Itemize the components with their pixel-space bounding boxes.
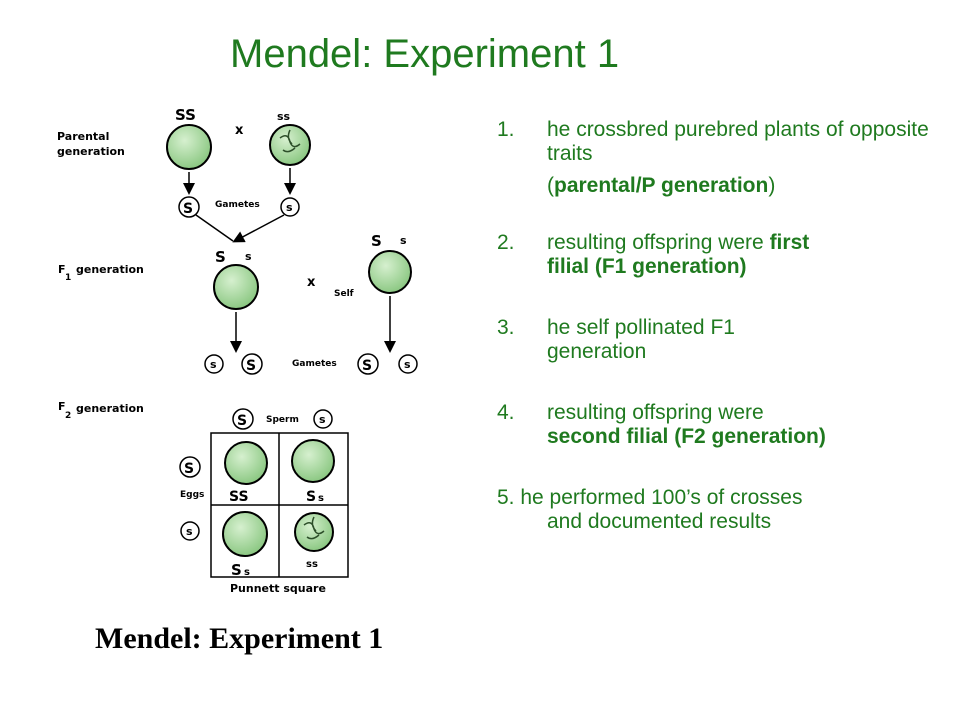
self-label: Self (334, 289, 354, 299)
f1-left-genotype-small: s (245, 250, 252, 263)
egg-gamete-big-s: S (179, 456, 201, 478)
step-1-detail: (parental/P generation) (547, 174, 937, 198)
step-4-plain: resulting offspring were (547, 401, 764, 424)
punnett-cell-3-big: S (231, 561, 242, 579)
svg-text:S: S (184, 461, 194, 477)
gametes-label-f1: Gametes (292, 359, 337, 369)
punnett-cell-2-big: S (306, 489, 316, 505)
parent-right-genotype: ss (277, 110, 291, 123)
step-5-text-2: and documented results (547, 510, 772, 533)
sperm-label: Sperm (266, 415, 299, 425)
step-4-text: resulting offspring were second filial (… (547, 401, 937, 449)
step-1-number: 1. (497, 118, 515, 141)
step-1-text: he crossbred purebred plants of opposite… (547, 118, 929, 165)
f1-right-genotype-small: s (400, 234, 407, 247)
parental-label: Parental (57, 130, 109, 143)
f1-left-genotype-big: S (215, 248, 226, 266)
punnett-cell-1-genotype: SS (229, 489, 249, 505)
figure-caption: Mendel: Experiment 1 (95, 622, 384, 655)
f1-right-genotype-big: S (371, 232, 382, 250)
step-2-bold-first: first (769, 231, 810, 254)
slide-title: Mendel: Experiment 1 (230, 32, 620, 76)
parent-left-genotype: SS (175, 106, 196, 124)
f2-label-letter: F (58, 400, 66, 413)
eggs-label: Eggs (180, 490, 204, 500)
step-5-line-1: 5. he performed 100’s of crosses (497, 486, 802, 509)
punnett-cell-4-genotype: ss (306, 559, 318, 570)
step-2-number: 2. (497, 231, 515, 254)
f1-label-sub: 1 (65, 273, 71, 283)
sperm-gamete-big-s: S (232, 408, 254, 430)
svg-text:S: S (246, 358, 256, 374)
step-3: 3. he self pollinated F1 generation (497, 316, 937, 364)
svg-text:S: S (362, 358, 372, 374)
step-2-text: resulting offspring were first filial (F1… (547, 231, 937, 279)
gamete-big-s-f1-right: S (357, 353, 379, 375)
punnett-square (210, 432, 349, 578)
svg-text:s: s (186, 525, 193, 538)
f2-label-sub: 2 (65, 411, 71, 421)
gamete-big-s-parent: S (178, 196, 200, 218)
svg-text:s: s (210, 358, 217, 371)
step-2: 2. resulting offspring were first filial … (497, 231, 937, 279)
svg-text:s: s (319, 413, 326, 426)
punnett-pea-ss-round (224, 441, 268, 485)
gamete-big-s-f1-left: S (241, 353, 263, 375)
gametes-label-parental: Gametes (215, 200, 260, 210)
step-4-bold: second filial (F2 generation) (547, 425, 826, 448)
svg-text:s: s (286, 201, 293, 214)
step-3-number: 3. (497, 316, 515, 339)
gamete-small-s-f1-left: s (204, 354, 224, 374)
step-4: 4. resulting offspring were second filia… (497, 401, 937, 449)
step-2-bold-filial: filial (F1 generation) (547, 255, 747, 278)
svg-text:S: S (183, 201, 193, 217)
cross-symbol-f1: x (307, 275, 316, 290)
svg-text:s: s (404, 358, 411, 371)
step-2-plain: resulting offspring were (547, 231, 770, 254)
punnett-cell-2-small: s (318, 493, 324, 504)
step-5-text-1: he performed 100’s of crosses (514, 486, 803, 509)
parental-generation-label: generation (57, 145, 125, 158)
punnett-pea-cell3-round (222, 511, 268, 557)
punnett-pea-wrinkled (294, 512, 334, 552)
f1-label-letter: F (58, 263, 66, 276)
punnett-pea-cell2-round (291, 439, 335, 483)
punnett-square-label: Punnett square (230, 582, 326, 595)
f1-generation-label: generation (76, 263, 144, 276)
sperm-gamete-small-s: s (313, 409, 333, 429)
experiment-steps-list: 1. he crossbred purebred plants of oppos… (497, 118, 937, 534)
round-pea-parent (166, 124, 212, 170)
mendel-cross-diagram: Parental generation F 1 generation F 2 g… (57, 106, 418, 595)
step-5: 5. he performed 100’s of crosses and doc… (497, 486, 937, 534)
step-4-number: 4. (497, 401, 515, 424)
wrinkled-pea-parent (269, 124, 311, 166)
f2-generation-label: generation (76, 402, 144, 415)
punnett-cell-3-small: s (244, 567, 250, 578)
round-pea-f1-right (368, 250, 412, 294)
svg-text:S: S (237, 413, 247, 429)
cross-symbol-parents: x (235, 123, 244, 138)
step-5-number: 5. (497, 486, 515, 509)
gamete-small-s-f1-right: s (398, 354, 418, 374)
egg-gamete-small-s: s (180, 521, 200, 541)
step-1-bold: parental/P generation (554, 174, 769, 197)
round-pea-f1-left (213, 264, 259, 310)
step-3-text: he self pollinated F1 generation (547, 316, 735, 363)
step-1-paren-close: ) (768, 174, 776, 197)
step-1: 1. he crossbred purebred plants of oppos… (497, 118, 937, 198)
step-1-paren-open: ( (547, 174, 554, 197)
gamete-small-s-parent: s (280, 197, 300, 217)
